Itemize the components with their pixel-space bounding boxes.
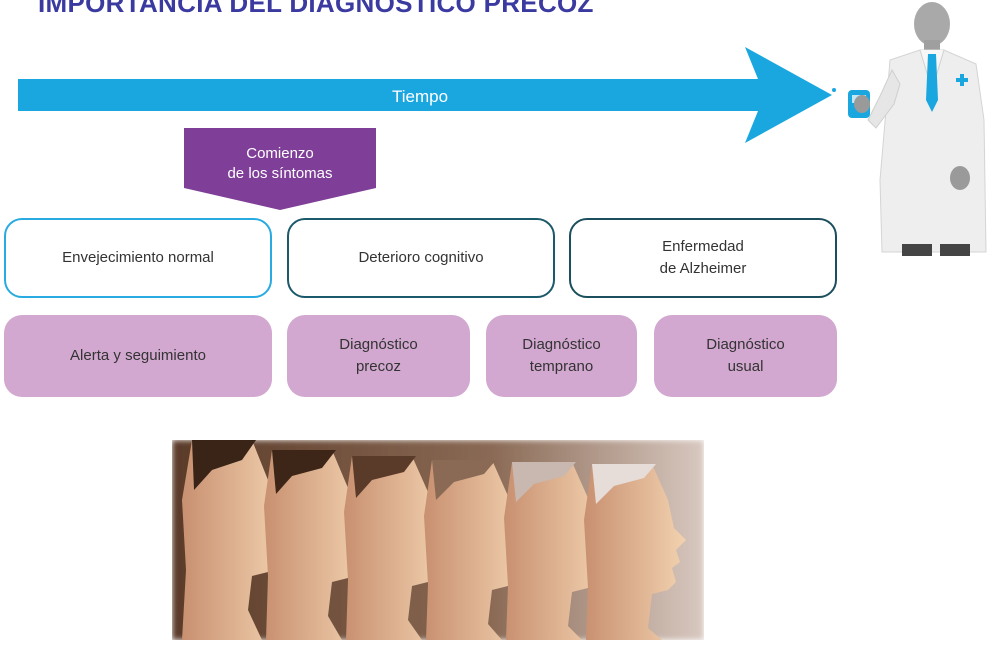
symptom-onset-label: Comienzo de los síntomas [184,144,376,184]
page-title: IMPORTANCIA DEL DIAGNÓSTICO PRECOZ [38,0,594,18]
diagnosis-alert-followup: Alerta y seguimiento [4,315,272,397]
diagnosis-label-line1: Diagnóstico [706,336,785,353]
face-profile-4 [424,460,526,640]
timeline-label: Tiempo [391,87,449,106]
stage-label-line2: de Alzheimer [659,260,747,277]
stage-label: Envejecimiento normal [62,249,214,266]
symptom-onset-line2: de los síntomas [227,165,333,182]
stage-alzheimer: Enfermedad de Alzheimer [569,218,837,298]
diagnosis-label-line1: Diagnóstico [339,336,418,353]
face-profile-3 [344,456,446,640]
face-profile-1 [182,440,286,640]
diagnosis-label-line2: precoz [355,358,401,375]
diagnosis-timely: Diagnóstico temprano [486,315,637,397]
face-profile-5 [504,462,606,640]
stage-cognitive-decline: Deterioro cognitivo [287,218,555,298]
diagnosis-label: Alerta y seguimiento [70,347,206,364]
timeline-arrow-shape [18,47,832,143]
stage-normal-aging: Envejecimiento normal [4,218,272,298]
diagnosis-early: Diagnóstico precoz [287,315,470,397]
aging-faces-image [172,440,704,640]
symptom-onset-line1: Comienzo [246,145,314,162]
diagnosis-label-line2: temprano [529,358,594,375]
stage-label: Deterioro cognitivo [358,249,484,266]
doctor-figure-icon [832,2,987,256]
diagnosis-label-line2: usual [727,358,764,375]
symptom-onset-marker [184,128,376,210]
face-profile-6 [584,464,686,640]
face-profile-2 [264,450,366,640]
diagnosis-usual: Diagnóstico usual [654,315,837,397]
diagnosis-label-line1: Diagnóstico [522,336,601,353]
stage-label-line1: Enfermedad [662,238,744,255]
timeline-arrow [18,47,832,210]
